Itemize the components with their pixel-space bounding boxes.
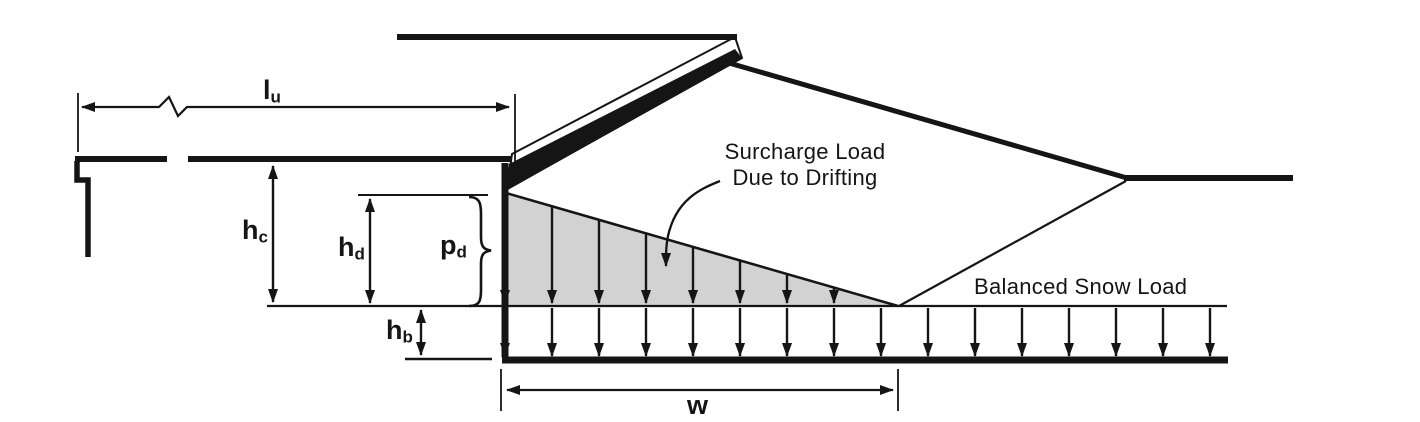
drift-surface-line <box>505 191 899 308</box>
drift-width-label: w <box>687 390 709 420</box>
drift-pressure-label: pd <box>440 230 467 262</box>
drift-height-label: hd <box>338 232 365 264</box>
drift-snow-triangle <box>505 191 899 308</box>
clear-height-label: hc <box>242 215 268 247</box>
balanced-snow-load-label: Balanced Snow Load <box>974 274 1188 299</box>
pd-brace <box>468 195 492 308</box>
upper-roof-length-label: lu <box>263 75 281 107</box>
surcharge-leader-arrow <box>661 179 721 267</box>
surcharge-load-label: Surcharge Load Due to Drifting <box>724 139 886 190</box>
lu-dimension-arrow <box>81 95 510 118</box>
drift-load-arrows <box>500 195 839 304</box>
sloped-upper-roof <box>397 34 1293 307</box>
far-slope-line <box>728 60 1128 181</box>
balanced-load-arrows <box>500 308 1215 357</box>
upper-roof <box>74 156 512 257</box>
roof-fascia-band <box>506 49 742 191</box>
dimension-lines <box>77 93 899 411</box>
slope-snow-surface-line <box>898 180 1127 307</box>
left-parapet-wall <box>74 161 91 257</box>
balanced-depth-label: hb <box>386 315 413 347</box>
